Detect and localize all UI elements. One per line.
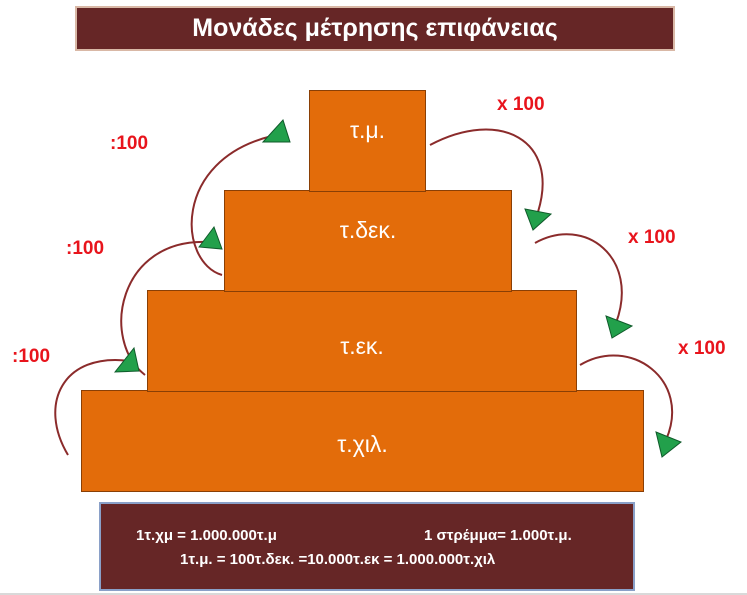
title-banner: Μονάδες μέτρησης επιφάνειας bbox=[75, 6, 675, 51]
arrowhead-icon bbox=[113, 346, 140, 373]
divide-label: :100 bbox=[12, 346, 51, 367]
step-square-decimeter: τ.δεκ. bbox=[224, 190, 512, 292]
step-label: τ.εκ. bbox=[340, 333, 384, 359]
multiply-label: x 100 bbox=[497, 94, 545, 115]
step-label: τ.χιλ. bbox=[337, 431, 388, 457]
info-line: 1τ.χμ = 1.000.000τ.μ bbox=[136, 527, 277, 544]
arrowhead-icon bbox=[655, 431, 682, 458]
conversion-info-box: 1τ.χμ = 1.000.000τ.μ 1 στρέμμα= 1.000τ.μ… bbox=[99, 502, 635, 591]
step-label: τ.δεκ. bbox=[339, 217, 397, 243]
arrowhead-icon bbox=[524, 208, 553, 231]
info-line: 1 στρέμμα= 1.000τ.μ. bbox=[424, 527, 572, 544]
step-label: τ.μ. bbox=[349, 117, 386, 143]
divide-label: :100 bbox=[110, 133, 149, 154]
arrowhead-icon bbox=[261, 119, 291, 143]
step-square-centimeter: τ.εκ. bbox=[147, 290, 577, 392]
divider bbox=[0, 593, 747, 595]
step-square-millimeter: τ.χιλ. bbox=[81, 390, 644, 492]
multiply-label: x 100 bbox=[628, 227, 676, 248]
divide-label: :100 bbox=[66, 238, 105, 259]
arrowhead-icon bbox=[198, 225, 223, 250]
multiply-label: x 100 bbox=[678, 338, 726, 359]
arrowhead-icon bbox=[605, 315, 634, 339]
info-line: 1τ.μ. = 100τ.δεκ. =10.000τ.εκ = 1.000.00… bbox=[180, 551, 496, 568]
step-square-meter: τ.μ. bbox=[309, 90, 426, 192]
title-text: Μονάδες μέτρησης επιφάνειας bbox=[192, 14, 558, 42]
